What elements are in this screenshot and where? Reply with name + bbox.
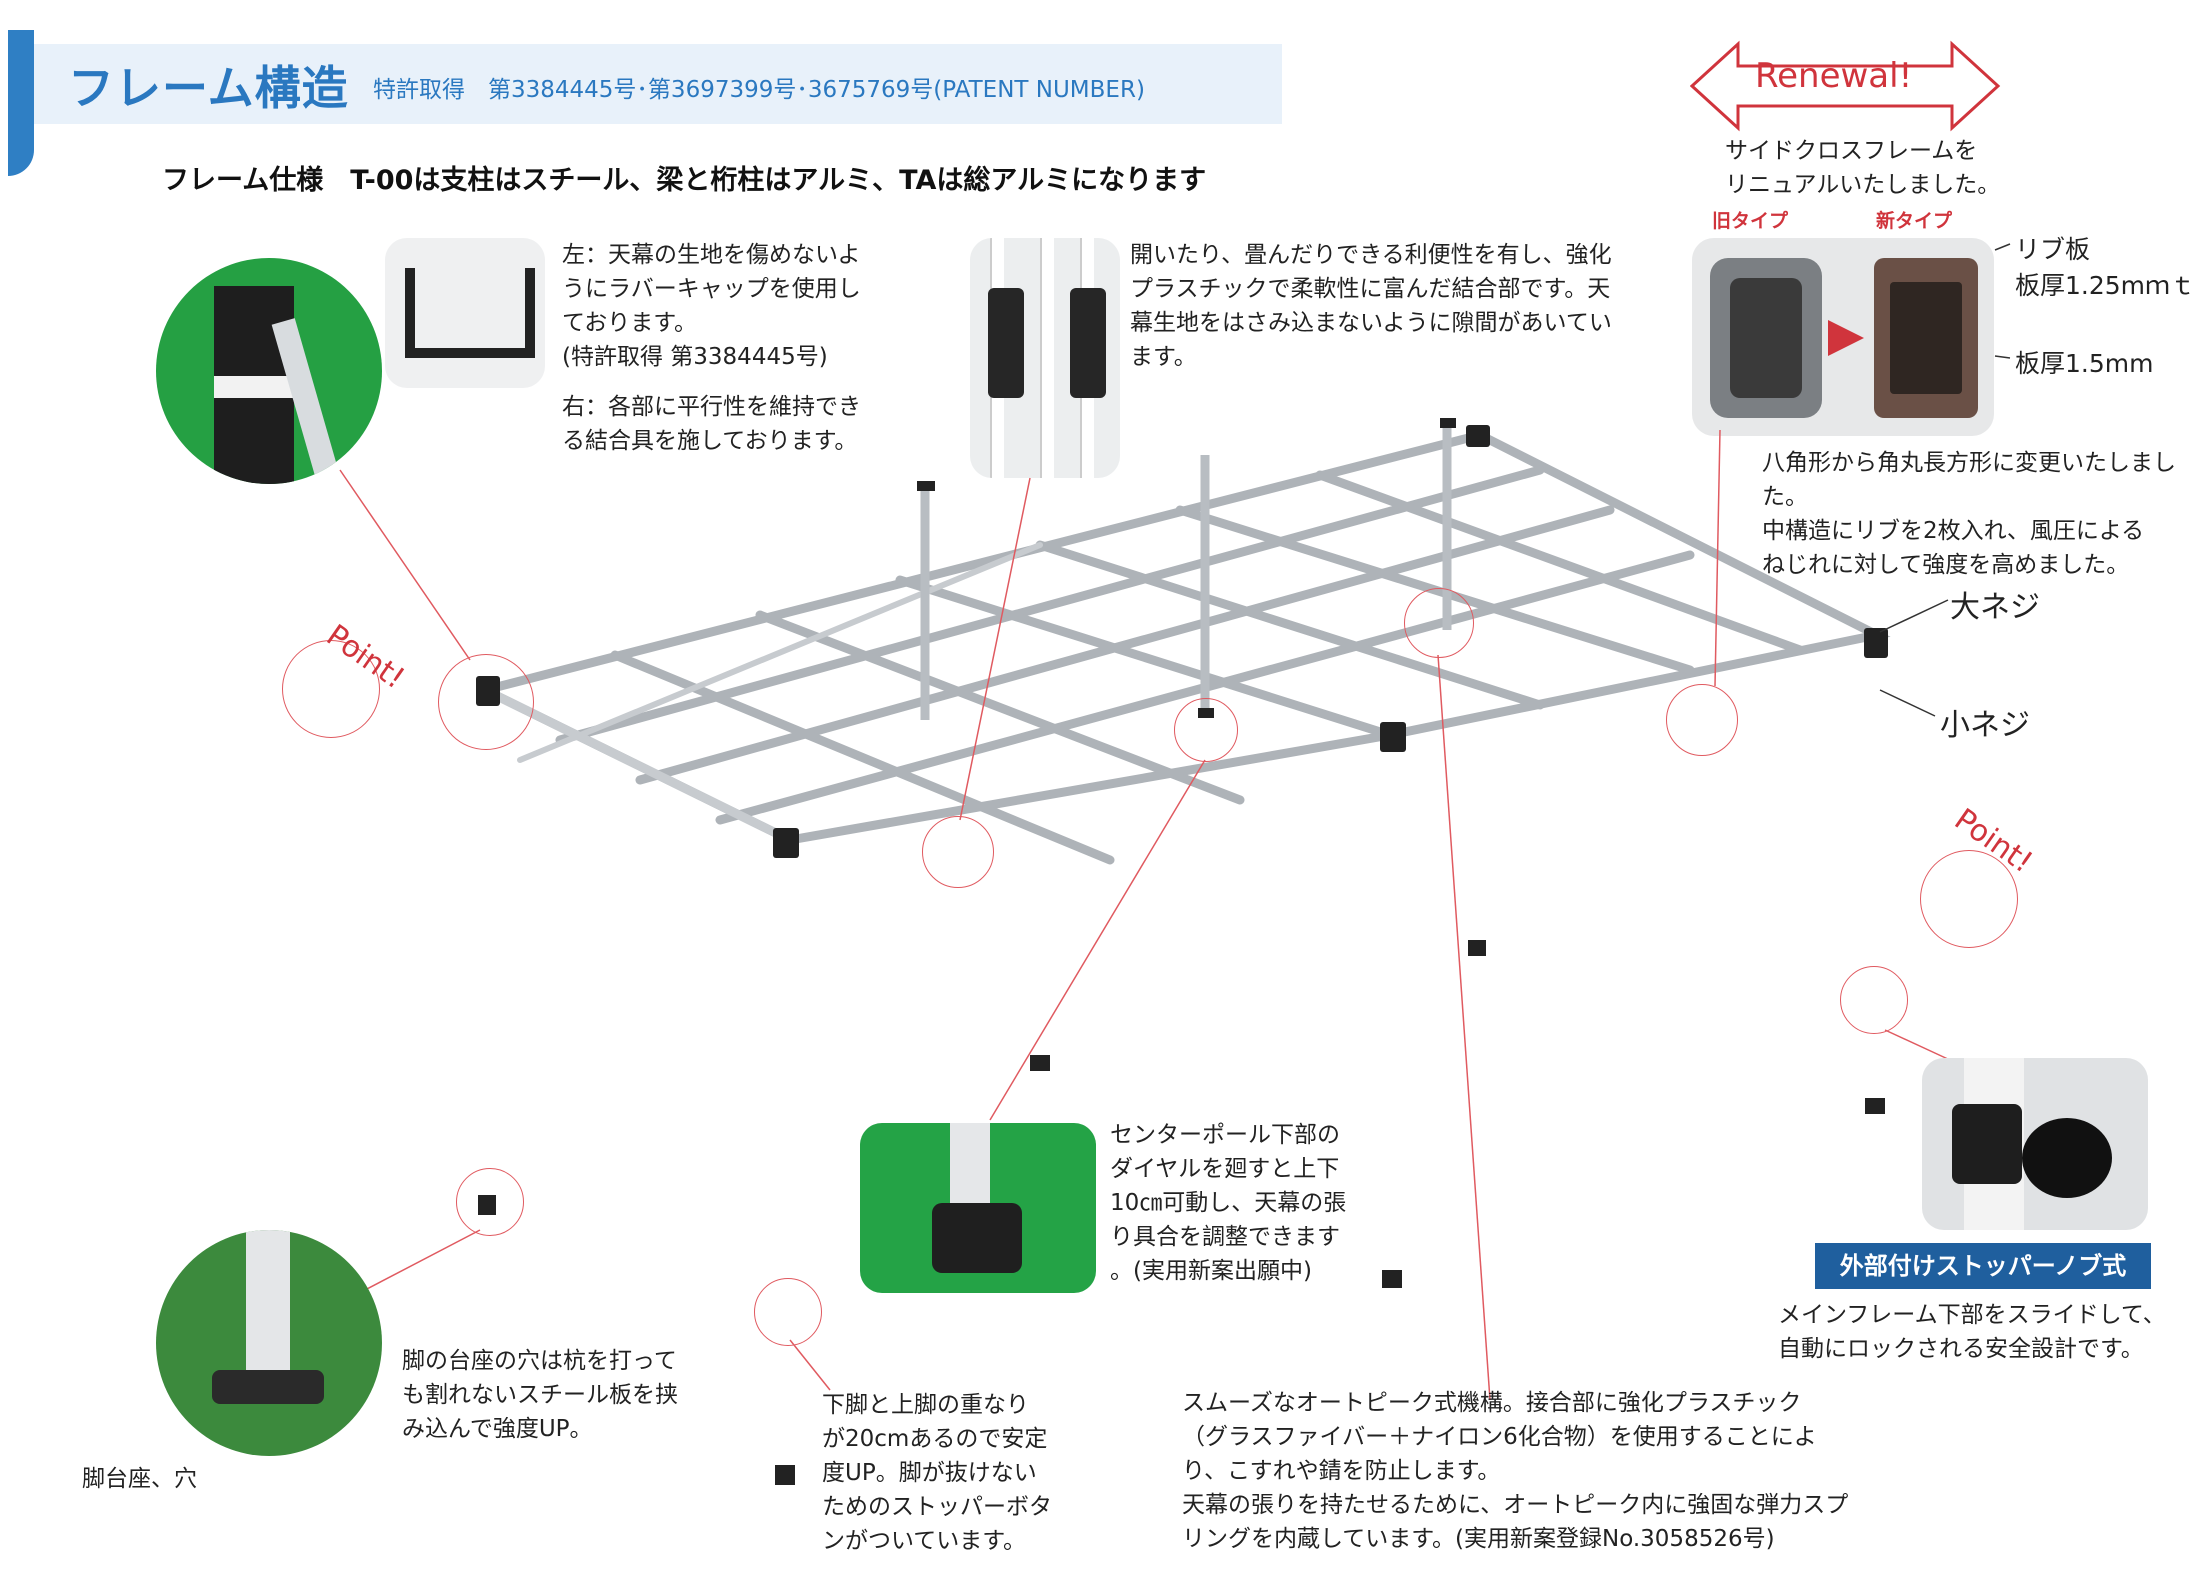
old-type-label: 旧タイプ <box>1712 210 1789 232</box>
joint-description: 開いたり、畳んだりできる利便性を有し、強化 プラスチックで柔軟性に富んだ結合部で… <box>1130 242 1612 370</box>
page-title: フレーム構造 <box>68 61 349 115</box>
cap-description: 左：天幕の生地を傷めないよ うにラバーキャップを使用し ております。 (特許取得… <box>562 242 861 454</box>
rib-plate-label: リブ板 <box>2015 235 2091 264</box>
cross-section-photo <box>1692 238 1994 436</box>
new-type-label: 新タイプ <box>1876 210 1953 232</box>
large-screw-label: 大ネジ <box>1950 590 2040 625</box>
cross-frame-ring <box>1666 684 1738 756</box>
header-band <box>12 44 1282 124</box>
small-screw-label: 小ネジ <box>1940 708 2030 743</box>
shape-change-description: 八角形から角丸長方形に変更いたしました。 中構造にリブを2枚入れ、風圧による ね… <box>1762 450 2176 578</box>
header-accent-bar <box>8 30 34 176</box>
foot-description: 脚の台座の穴は杭を打って も割れないスチール板を挟 み込んで強度UP。 <box>402 1348 678 1442</box>
foot-base-photo <box>156 1230 382 1456</box>
center-pole-description: センターポール下部の ダイヤルを廻すと上下 10㎝可動し、天幕の張 り具合を調整… <box>1110 1122 1347 1284</box>
cap-ring <box>438 654 534 750</box>
renewal-label: Renewal! <box>1755 56 1913 96</box>
rubber-cap-photo <box>156 258 382 484</box>
patent-numbers: 特許取得 第3384445号･第3697399号･3675769号(PATENT… <box>373 77 1145 103</box>
stopper-description: メインフレーム下部をスライドして、 自動にロックされる安全設計です。 <box>1778 1302 2166 1362</box>
new-thickness-label: 板厚1.5mm <box>2015 349 2154 378</box>
leg-ring <box>754 1278 822 1346</box>
renewal-description: サイドクロスフレームを リニュアルいたしました。 <box>1725 138 2001 198</box>
point-hand-icon <box>1920 850 2018 948</box>
stopper-title: 外部付けストッパーノブ式 <box>1815 1243 2151 1289</box>
autopeak-description: スムーズなオートピーク式機構。接合部に強化プラスチック （グラスファイバー＋ナイ… <box>1182 1390 1849 1552</box>
point-hand-icon <box>282 640 380 738</box>
joint-photo <box>970 238 1120 478</box>
foot-ring <box>456 1168 524 1236</box>
foot-label: 脚台座、穴 <box>82 1466 197 1492</box>
center-pole-ring <box>1174 698 1238 762</box>
renewal-arrow-icon <box>1690 40 2001 132</box>
leg-overlap-description: 下脚と上脚の重なり が20cmあるので安定 度UP。脚が抜けない ためのストッパ… <box>822 1392 1052 1554</box>
stopper-ring <box>1840 966 1908 1034</box>
joint-ring <box>922 816 994 888</box>
frame-spec: フレーム仕様 T-00は支柱はスチール、梁と桁柱はアルミ、TAは総アルミになりま… <box>162 165 1207 196</box>
coupling-photo <box>385 238 545 388</box>
center-pole-dial-photo <box>860 1123 1096 1293</box>
rib-thickness-label: 板厚1.25mｍｔ <box>2015 271 2196 300</box>
stopper-knob-photo <box>1922 1058 2148 1230</box>
autopeak-ring <box>1404 588 1474 658</box>
